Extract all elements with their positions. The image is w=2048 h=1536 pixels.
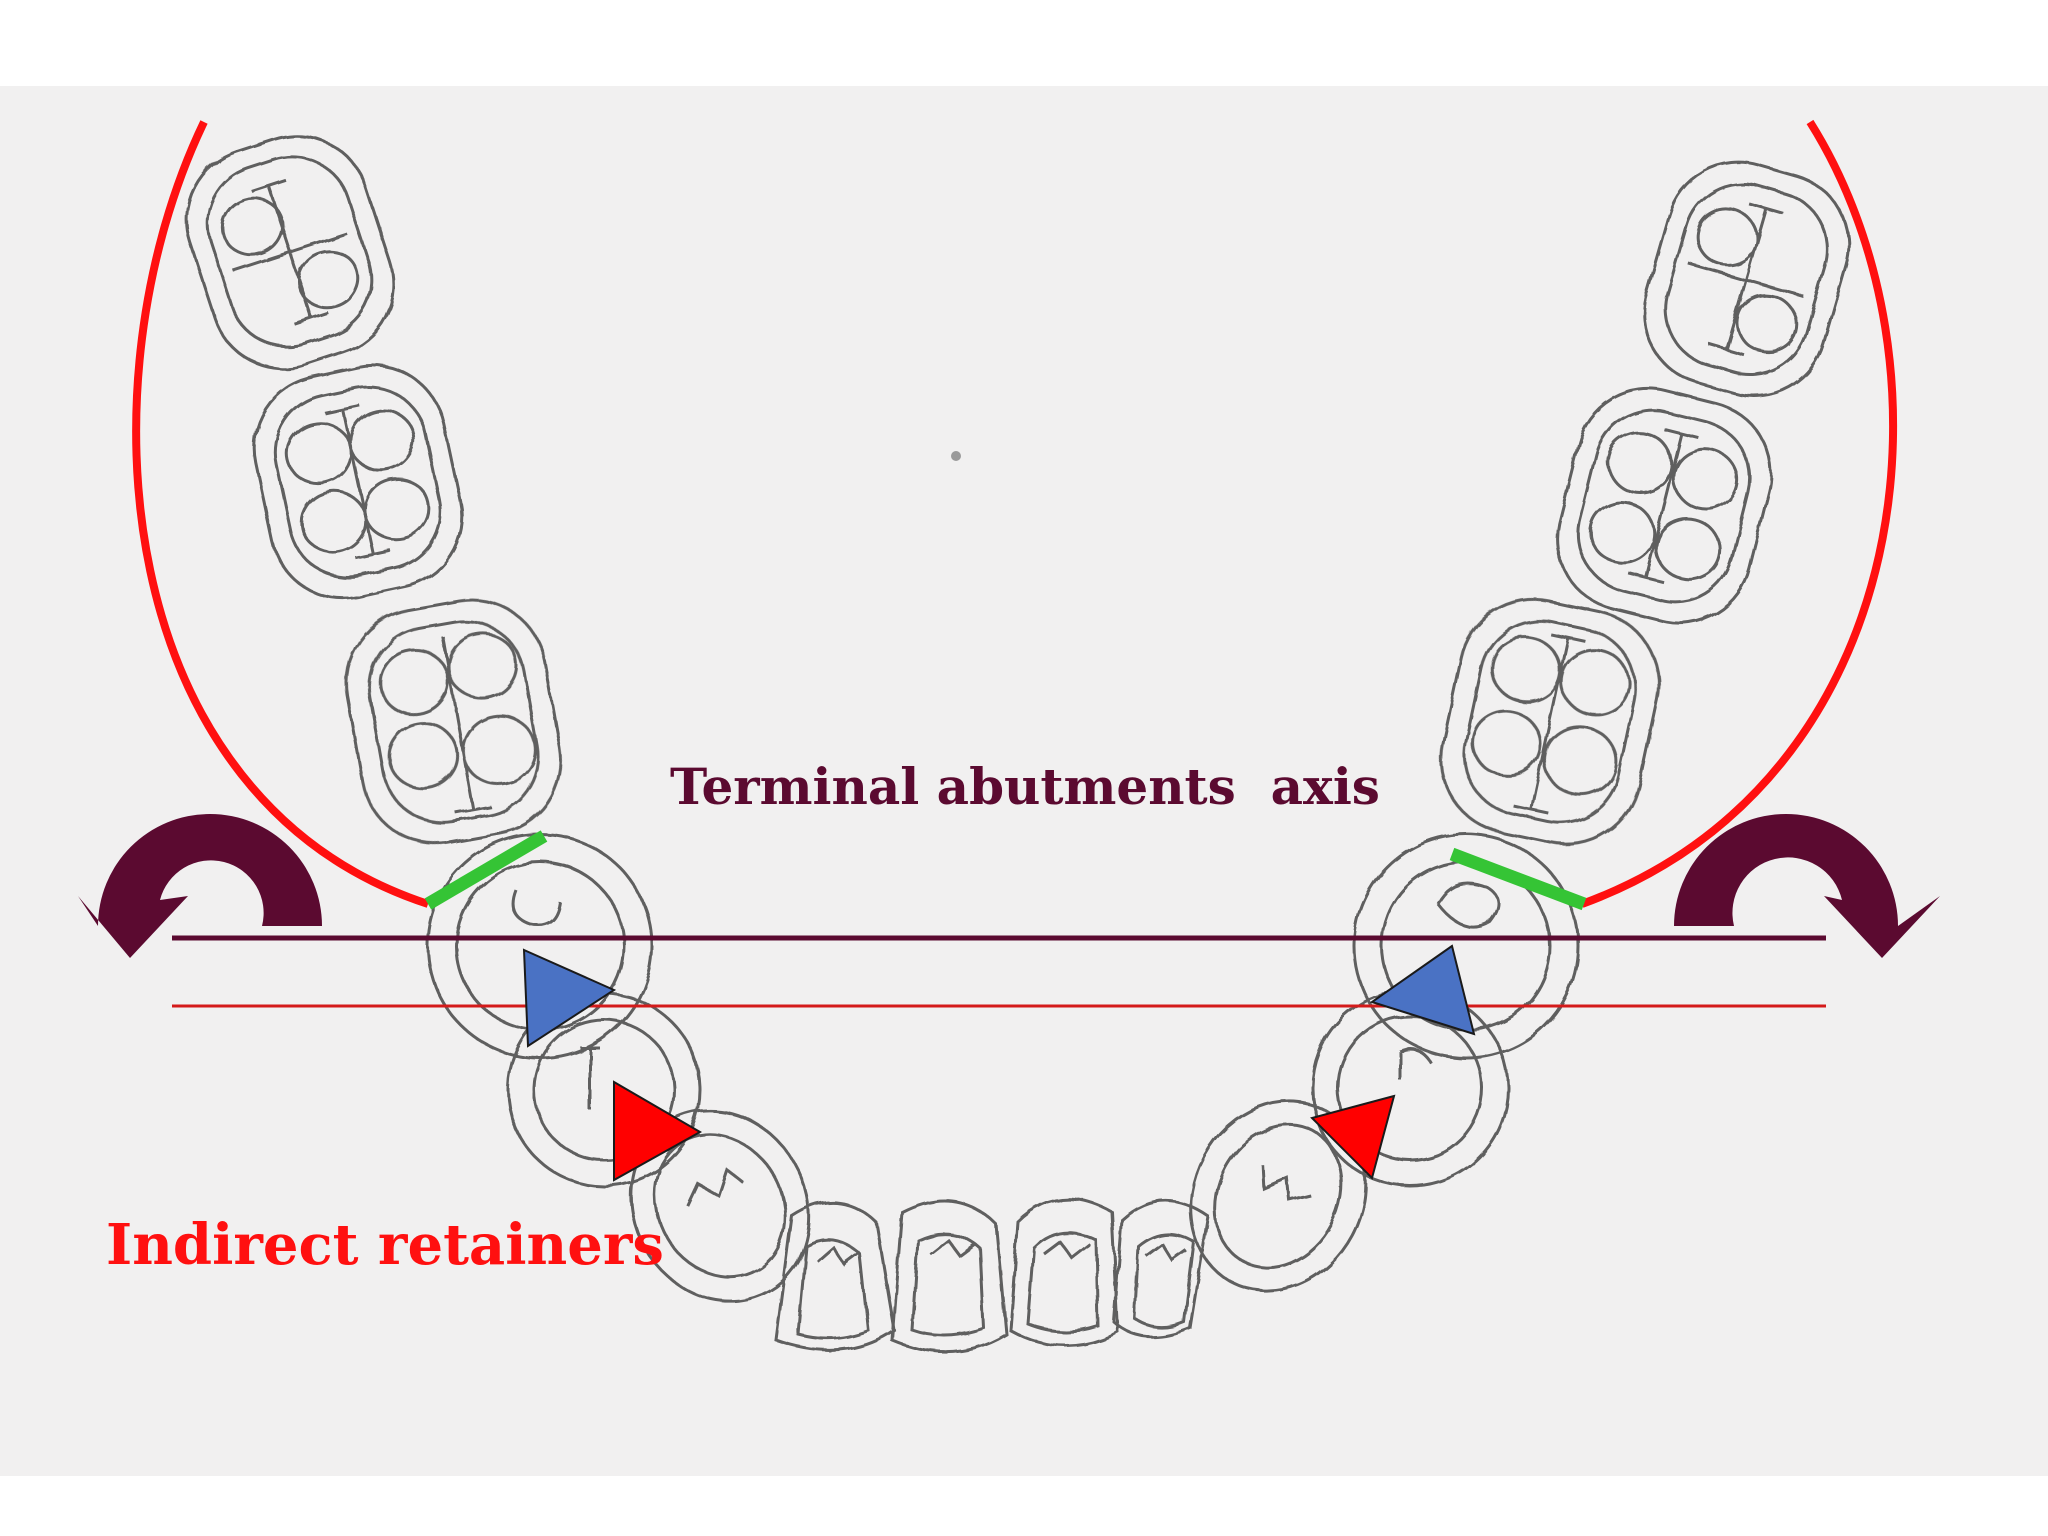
tooth-right-molar-3 bbox=[1642, 160, 1851, 398]
tooth-left-premolar-1 bbox=[506, 992, 702, 1188]
tooth-right-lateral-incisor bbox=[1112, 1199, 1210, 1339]
left-abutment-triangle bbox=[522, 948, 617, 1048]
tooth-left-central-incisor bbox=[890, 1199, 1008, 1354]
right-rest-marker bbox=[1449, 847, 1587, 911]
left-rotation-arrow-icon bbox=[78, 814, 322, 958]
indirect-retainers-label: Indirect retainers bbox=[106, 1212, 664, 1278]
tooth-left-molar-1 bbox=[344, 598, 563, 846]
left-rest-marker bbox=[424, 830, 548, 910]
tooth-right-molar-1 bbox=[1439, 597, 1661, 846]
right-arch-curve bbox=[1580, 119, 1898, 908]
right-indirect-retainer-triangle bbox=[1310, 1094, 1396, 1180]
tooth-left-molar-3 bbox=[185, 134, 395, 370]
tooth-right-central-incisor bbox=[1008, 1197, 1120, 1347]
tooth-right-molar-2 bbox=[1555, 387, 1773, 625]
right-abutment-triangle bbox=[1369, 944, 1476, 1036]
left-arch-curve bbox=[132, 120, 430, 908]
tooth-left-molar-2 bbox=[252, 364, 464, 600]
right-rotation-arrow-icon bbox=[1674, 814, 1940, 958]
mandibular-arch-drawing bbox=[185, 134, 1851, 1354]
paper-speck bbox=[951, 451, 961, 461]
tooth-right-canine bbox=[1189, 1099, 1367, 1293]
left-indirect-retainer-triangle bbox=[613, 1080, 703, 1182]
page-background bbox=[0, 86, 2048, 1476]
axis-label: Terminal abutments axis bbox=[670, 757, 1380, 816]
